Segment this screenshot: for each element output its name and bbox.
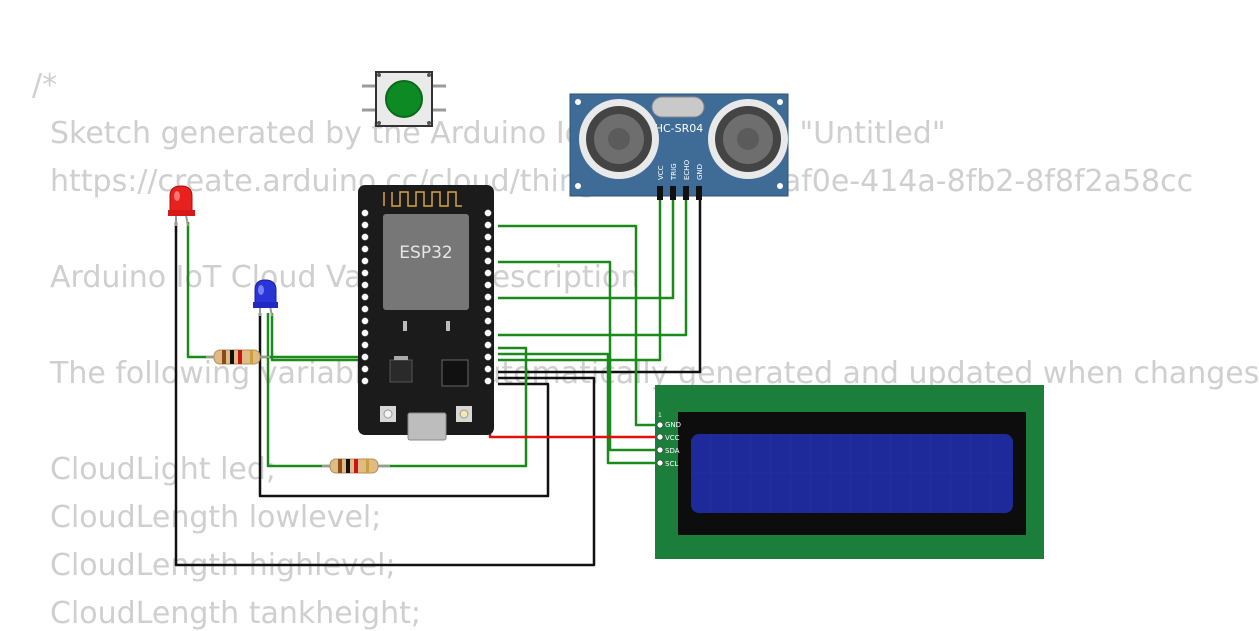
wire-green[interactable]	[498, 224, 660, 427]
sensor-pin-gnd: GND	[696, 164, 704, 180]
red-led[interactable]	[168, 185, 195, 227]
code-line: CloudLength tankheight;	[50, 596, 421, 631]
wire-green[interactable]	[498, 260, 660, 452]
wire-green[interactable]	[375, 346, 528, 468]
esp32-board[interactable]: ESP32	[358, 185, 494, 441]
wire-black[interactable]	[174, 222, 596, 567]
circuit-canvas[interactable]: ESP32	[0, 0, 1200, 630]
wire-green[interactable]	[498, 195, 675, 300]
ultrasonic-label: HC-SR04	[655, 122, 704, 135]
wire-green[interactable]	[498, 195, 688, 337]
sensor-pin-vcc: VCC	[657, 165, 665, 180]
lcd-pin-1-marker: 1	[658, 412, 662, 419]
lcd-pin-scl: SCL	[665, 460, 678, 468]
ultrasonic-sensor[interactable]: HC-SR04 VCC TRIG ECHO GND	[569, 93, 789, 200]
wire-green[interactable]	[498, 352, 660, 465]
resistor[interactable]	[322, 458, 390, 474]
wire-black[interactable]	[498, 195, 702, 374]
code-line: /*	[32, 68, 58, 103]
code-line: CloudLight led;	[50, 452, 277, 487]
wire-green[interactable]	[266, 313, 333, 468]
lcd-pin-gnd: GND	[665, 421, 681, 429]
lcd-pin-sda: SDA	[665, 447, 680, 455]
resistor[interactable]	[206, 349, 270, 365]
wire-red[interactable]	[488, 384, 660, 439]
blue-led[interactable]	[253, 279, 278, 317]
esp32-label: ESP32	[399, 243, 452, 263]
wires	[174, 195, 702, 567]
lcd-display[interactable]: 1 GND VCC SDA SCL	[655, 385, 1044, 559]
sensor-pin-echo: ECHO	[683, 159, 691, 180]
wire-green[interactable]	[270, 313, 361, 362]
wire-black[interactable]	[258, 313, 550, 498]
wire-green[interactable]	[186, 222, 216, 359]
wire-green[interactable]	[498, 195, 662, 362]
sensor-pin-trig: TRIG	[670, 163, 678, 181]
code-line: CloudLength lowlevel;	[50, 500, 382, 535]
lcd-pin-vcc: VCC	[665, 434, 680, 442]
push-button[interactable]	[362, 71, 446, 127]
